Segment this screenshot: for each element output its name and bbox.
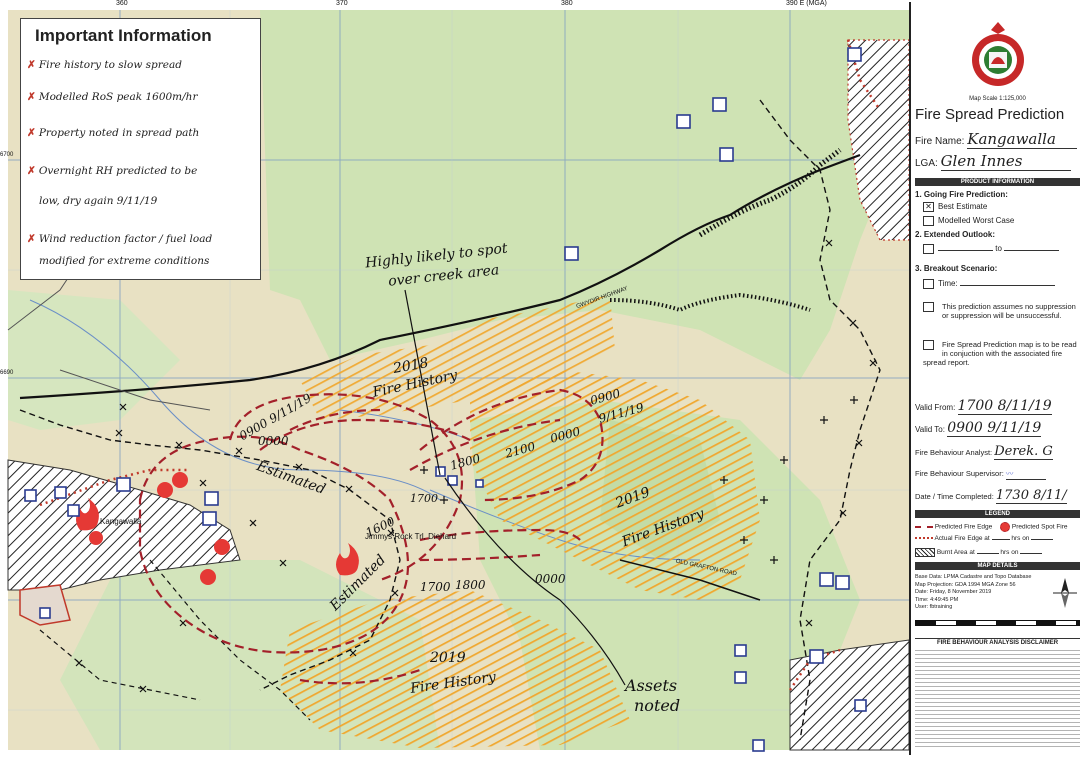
burnt-area (789, 639, 909, 751)
gwydir-highway (19, 153, 861, 400)
breakout-label: 3. Breakout Scenario: (915, 264, 998, 273)
best-estimate-checkbox[interactable]: ✕Best Estimate (923, 202, 1080, 212)
time-label: 1700 (420, 580, 451, 594)
info-note: modified for extreme conditions (39, 255, 210, 267)
fire-history-2018 (300, 295, 615, 420)
disclaimer-text (915, 650, 1080, 750)
legend-actual-edge: Actual Fire Edge at hrs on (915, 535, 1080, 542)
lga-row: LGA: Glen Innes (915, 152, 1080, 171)
analyst-row: Fire Behaviour Analyst: Derek. G (915, 444, 1053, 460)
info-note: low, dry again 9/11/19 (39, 195, 158, 207)
supervisor-row: Fire Behaviour Supervisor: 〰 (915, 468, 1080, 480)
info-note: ✗Overnight RH predicted to be (27, 165, 198, 177)
valid-to-row: Valid To: 0900 9/11/19 (915, 420, 1042, 437)
boundary-line (39, 629, 201, 701)
map-details-header: MAP DETAILS (915, 562, 1080, 570)
info-note: ✗Wind reduction factor / fuel load (27, 233, 213, 245)
grid-label: 370 (336, 0, 348, 7)
worst-case-checkbox[interactable]: Modelled Worst Case (923, 216, 1080, 226)
nsw-rfs-crest-icon (972, 22, 1024, 86)
time-label: 0000 (258, 434, 289, 448)
read-with-report-checkbox[interactable]: Fire Spread Prediction map is to be read… (923, 340, 1077, 367)
going-fire-label: 1. Going Fire Prediction: (915, 190, 1008, 199)
fire-prediction-panel: Map Scale 1:125,000 Fire Spread Predicti… (909, 2, 1084, 755)
completed-row: Date / Time Completed: 1730 8/11/ (915, 488, 1067, 504)
grid-label: 6690 (0, 370, 14, 376)
town-label: Kangawalla (100, 517, 142, 526)
map-details: Base Data: LPMA Cadastre and Topo Databa… (915, 574, 1032, 610)
time-label: 1800 (455, 578, 486, 592)
fire-name-row: Fire Name: Kangawalla (915, 130, 1080, 149)
extended-outlook-label: 2. Extended Outlook: (915, 230, 996, 239)
fire-icon (76, 498, 359, 576)
grid-label: 360 (116, 0, 128, 7)
time-label: 1700 (410, 492, 438, 505)
info-note: ✗Fire history to slow spread (27, 59, 182, 71)
road (619, 559, 761, 601)
important-information-box: Important Information ✗Fire history to s… (20, 18, 261, 280)
legend-burnt-area: Burnt Area at hrs on (915, 548, 1080, 557)
vegetation-area (260, 10, 909, 380)
info-note: ✗Property noted in spread path (27, 127, 200, 139)
breakout-checkbox[interactable]: Time: (923, 279, 1080, 289)
fire-trail (609, 292, 811, 313)
product-info-header: PRODUCT INFORMATION (915, 178, 1080, 186)
road (59, 369, 211, 411)
burnt-area (847, 39, 909, 241)
burnt-area (19, 584, 71, 626)
plus-marks (420, 396, 858, 564)
actual-fire-edge (39, 468, 190, 507)
info-note: ✗Modelled RoS peak 1600m/hr (27, 91, 198, 103)
info-title: Important Information (35, 26, 212, 45)
fire-history-2019-east (470, 370, 760, 600)
grid-label: 390 E (MGA) (786, 0, 827, 7)
disclaimer-header: FIRE BEHAVIOUR ANALYSIS DISCLAIMER (915, 638, 1080, 647)
north-arrow-icon (1053, 578, 1077, 608)
trail-label: Jimmys Rock Trl, Diehard (365, 532, 457, 541)
time-label: 0000 (535, 572, 566, 586)
boundary-x-marks (75, 239, 877, 693)
predicted-fire-edges (138, 388, 604, 685)
legend-predicted-edge: Predicted Fire Edge Predicted Spot Fire (915, 522, 1080, 532)
topographic-map (7, 10, 909, 752)
annotation-assets: Assets (625, 676, 678, 695)
panel-title: Fire Spread Prediction (915, 106, 1065, 123)
legend-header: LEGEND (915, 510, 1080, 518)
fire-history-label: 2019 (430, 650, 466, 666)
property-markers (24, 47, 867, 752)
scale-bar (915, 620, 1080, 626)
boundary-line (759, 99, 881, 741)
extended-outlook-checkbox[interactable]: to (923, 244, 1080, 254)
map-scale: Map Scale 1:125,000 (969, 96, 1026, 102)
assets-pointer-line (444, 477, 626, 686)
lga-value: Glen Innes (940, 152, 1071, 171)
fire-name-value: Kangawalla (967, 130, 1078, 149)
grid-label: 6700 (0, 152, 14, 158)
fire-history-2019-south (280, 590, 630, 748)
predicted-spot-fires (89, 472, 230, 585)
annotation-assets: noted (634, 696, 681, 715)
boundary-line (149, 559, 311, 721)
spot-pointer-line (404, 289, 441, 476)
assumption-checkbox[interactable]: This prediction assumes no suppression o… (923, 302, 1080, 320)
grid-label: 380 (561, 0, 573, 7)
valid-from-row: Valid From: 1700 8/11/19 (915, 398, 1052, 415)
